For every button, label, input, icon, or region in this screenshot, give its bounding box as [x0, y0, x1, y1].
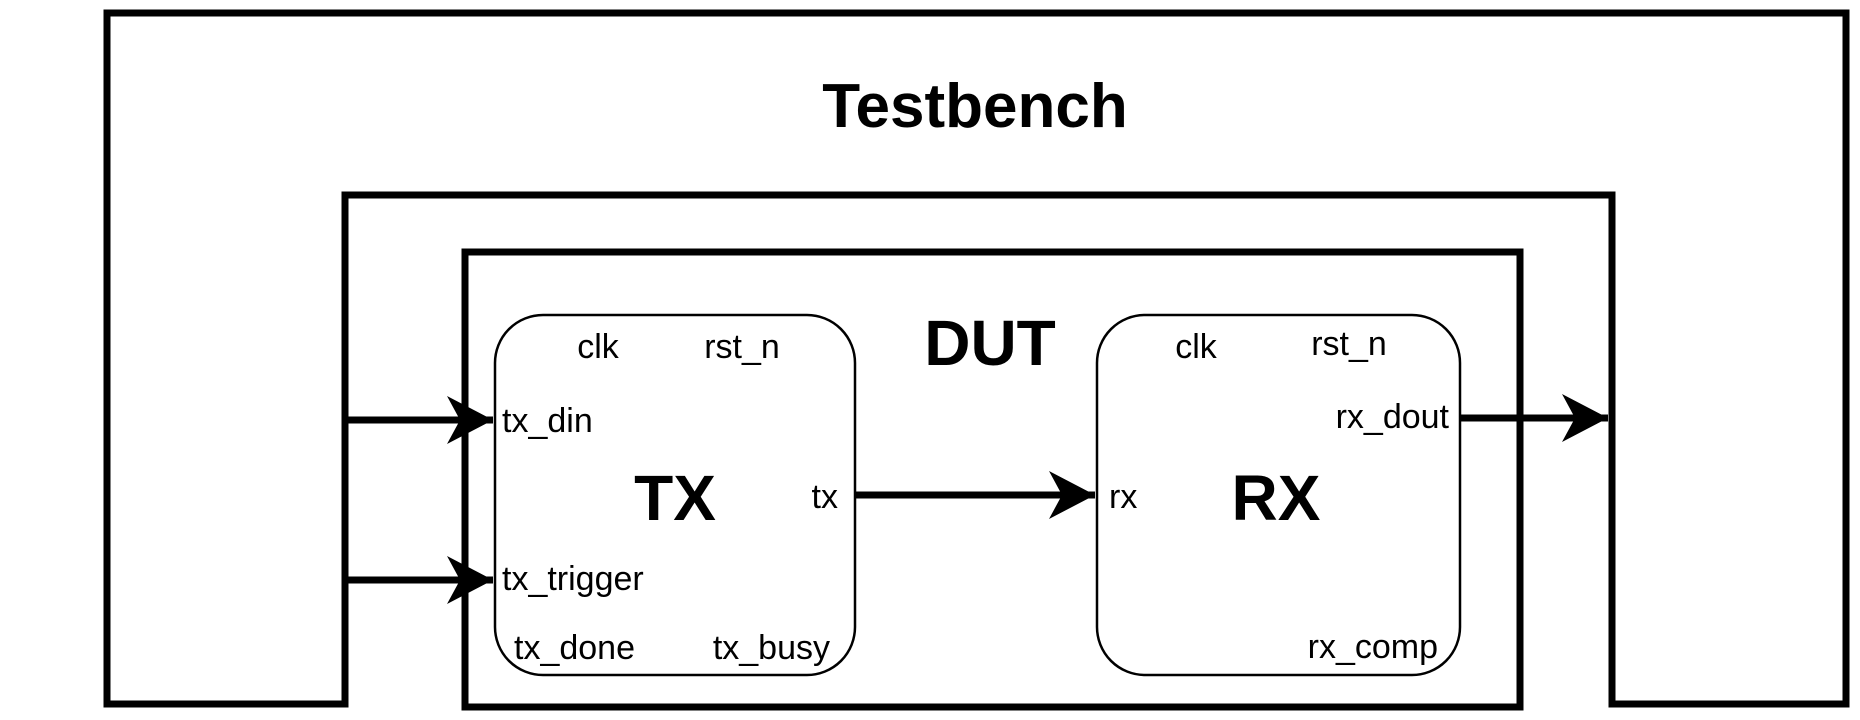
rx-port-rx-comp: rx_comp	[1308, 628, 1438, 666]
rx-port-rst-n: rst_n	[1311, 325, 1387, 363]
testbench-frame	[103, 9, 1850, 708]
tx-port-tx: tx	[812, 478, 838, 516]
tx-rx-link-arrowhead	[1049, 471, 1095, 519]
tx-port-clk: clk	[577, 328, 620, 366]
tx-din-arrowhead	[447, 396, 493, 444]
tx-title: TX	[634, 462, 716, 534]
rx-port-rx-dout: rx_dout	[1336, 398, 1450, 436]
tx-port-tx-busy: tx_busy	[713, 629, 830, 667]
tx-port-tx-done: tx_done	[514, 629, 635, 667]
rx-title: RX	[1232, 462, 1321, 534]
tx-port-tx-din: tx_din	[502, 402, 593, 440]
rx-block	[1095, 313, 1462, 677]
tx-trigger-arrowhead	[447, 556, 493, 604]
tx-port-rst-n: rst_n	[704, 328, 780, 366]
rx-dout-arrowhead	[1562, 394, 1608, 442]
rx-port-rx: rx	[1109, 478, 1137, 516]
tx-port-tx-trigger: tx_trigger	[502, 560, 644, 598]
testbench-title: Testbench	[822, 72, 1127, 141]
dut-title: DUT	[924, 307, 1056, 379]
rx-port-clk: clk	[1175, 328, 1218, 366]
